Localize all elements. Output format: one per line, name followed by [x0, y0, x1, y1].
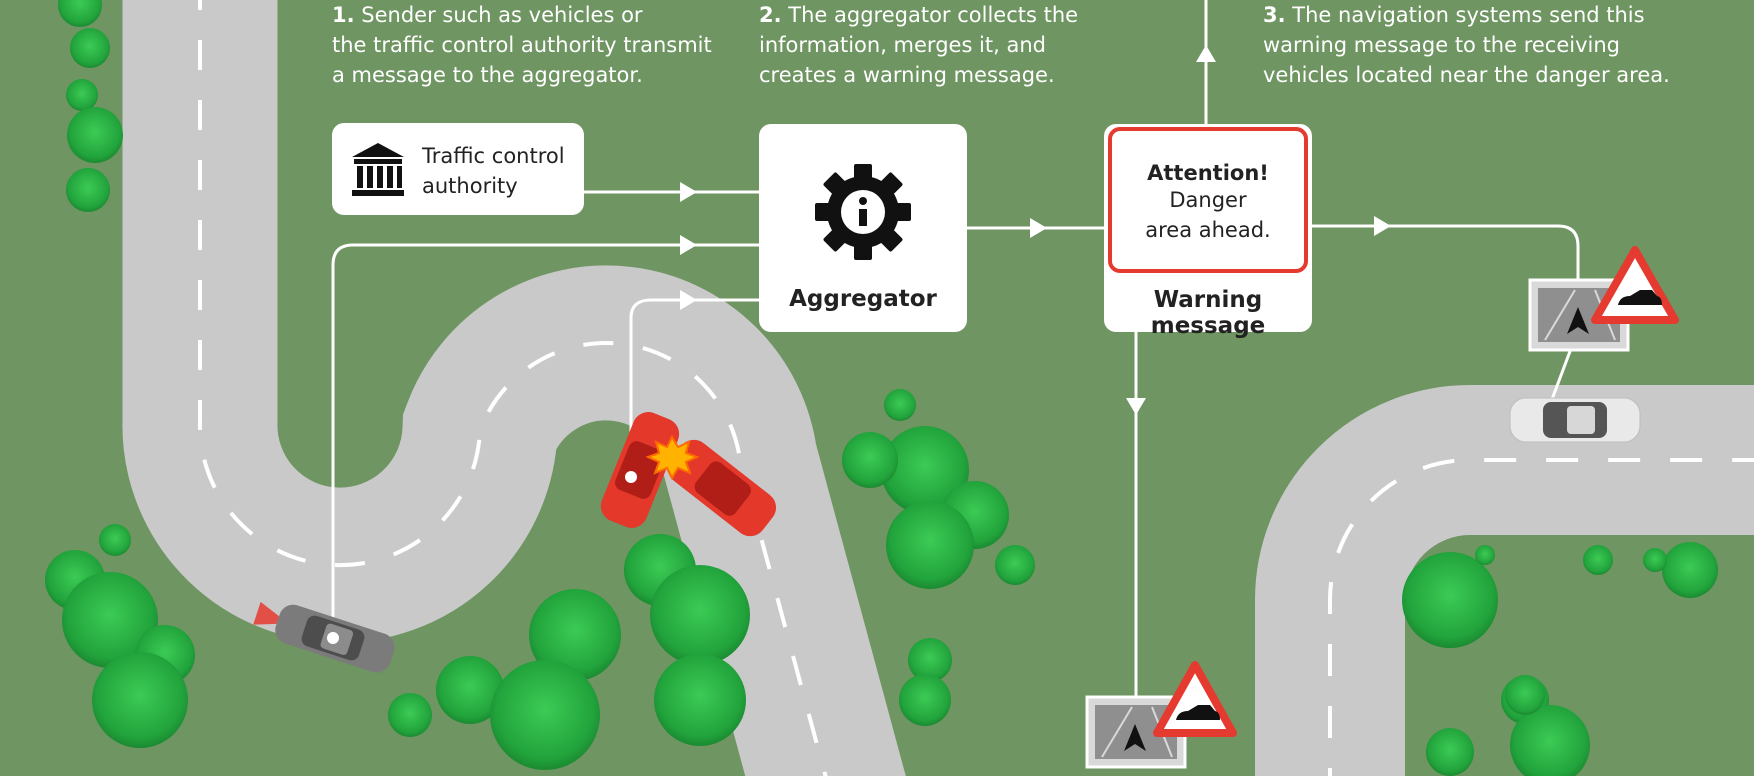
tree [66, 168, 110, 212]
connector-warning-to-nav-right [1312, 224, 1580, 280]
navigation-arrow-icon [1567, 307, 1589, 334]
step-3: 3. The navigation systems send this warn… [1263, 0, 1743, 90]
tree [881, 426, 969, 514]
navigation-display-right [1528, 246, 1679, 352]
arrow-right [1030, 218, 1047, 238]
connector-vehicle-to-aggregator [331, 243, 759, 636]
connectors [331, 0, 1580, 700]
impact-burst-icon [645, 434, 700, 481]
tree [67, 107, 123, 163]
tree [1662, 542, 1718, 598]
tree [490, 660, 600, 770]
road-left [122, 0, 906, 776]
warning-message-label: Warning message [1150, 287, 1266, 339]
tree [1402, 552, 1498, 648]
tree [1426, 728, 1474, 776]
traffic-control-label: Traffic control authority [422, 144, 565, 198]
connector-accident-to-aggregator [629, 298, 759, 477]
tree [842, 432, 898, 488]
tree [654, 654, 746, 746]
tree [66, 79, 98, 111]
warning-alert-box: Attention! Danger area ahead. [1108, 127, 1308, 273]
vehicle-receiver [1509, 397, 1641, 443]
step-2: 2. The aggregator collects the informati… [759, 0, 1159, 90]
tree [1510, 705, 1590, 776]
gear-info-icon [815, 164, 911, 260]
warning-body: Danger area ahead. [1145, 188, 1271, 242]
traffic-control-authority-card: Traffic control authority [332, 123, 584, 215]
arrow-right [1374, 216, 1391, 236]
arrow-down [1126, 398, 1146, 415]
step-number: 3. [1263, 3, 1286, 27]
vehicle-sender [253, 601, 395, 673]
tree [58, 0, 102, 27]
arrowheads [680, 45, 1391, 415]
tree [1505, 675, 1545, 715]
car-icon [1176, 705, 1220, 720]
step-text: The navigation systems send this warning… [1263, 3, 1670, 87]
tree [908, 638, 952, 682]
arrow-right [680, 235, 697, 255]
step-text: Sender such as vehicles or the traffic c… [332, 3, 712, 87]
warning-message-card: Attention! Danger area ahead. Warning me… [1104, 124, 1312, 339]
tree [436, 656, 504, 724]
arrow-right [680, 290, 697, 310]
arrow-up [1196, 45, 1216, 62]
warning-title: Attention! [1147, 161, 1269, 185]
aggregator-label: Aggregator [789, 286, 937, 312]
step-number: 1. [332, 3, 355, 27]
tree [70, 28, 110, 68]
arrow-right [680, 182, 697, 202]
navigation-arrow-icon [1124, 724, 1146, 751]
tree [650, 565, 750, 665]
aggregator-card: Aggregator [759, 124, 967, 332]
tree [62, 572, 158, 668]
tree [899, 674, 951, 726]
tree [995, 545, 1035, 585]
step-number: 2. [759, 3, 782, 27]
tree [1643, 548, 1667, 572]
tree [529, 589, 621, 681]
car-icon [1618, 290, 1662, 305]
accident-vehicles [600, 412, 777, 537]
navigation-display-bottom [1085, 661, 1237, 769]
tree [92, 652, 188, 748]
road-right [1255, 385, 1754, 776]
tree [886, 501, 974, 589]
government-building-icon [352, 143, 404, 196]
tree [884, 389, 916, 421]
tree [388, 693, 432, 737]
tree [1583, 545, 1613, 575]
trees [45, 0, 1718, 776]
tree [99, 524, 131, 556]
step-1: 1. Sender such as vehicles or the traffi… [332, 0, 732, 90]
tree [1475, 545, 1495, 565]
step-text: The aggregator collects the information,… [759, 3, 1079, 87]
